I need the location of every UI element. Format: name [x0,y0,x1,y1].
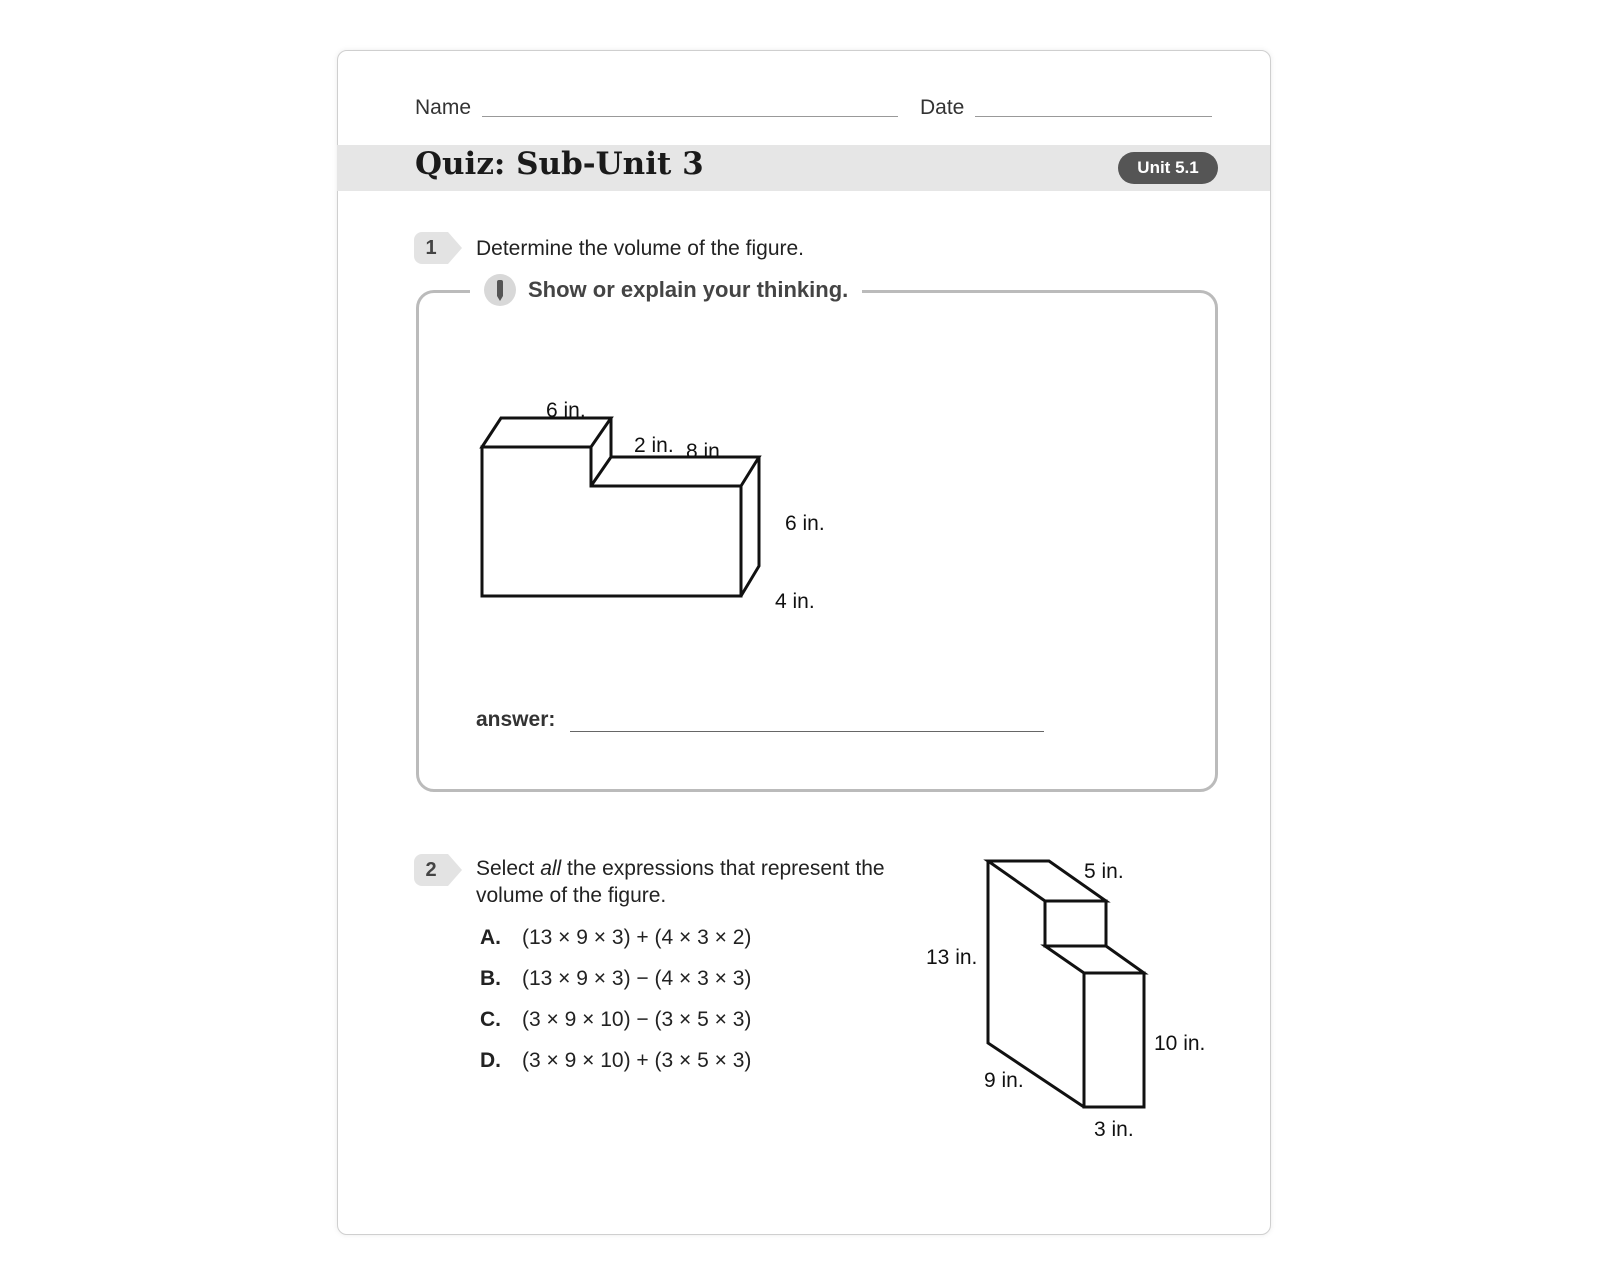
title-band [337,145,1270,191]
prompt-emphasis: all [540,857,562,880]
fig1-label-back: 8 in. [686,440,726,463]
question-2-prompt: Select all the expressions that represen… [476,855,896,909]
option-letter: D. [480,1049,501,1072]
fig1-label-height: 6 in. [785,512,825,535]
fig2-label-top: 5 in. [1084,860,1124,883]
option-b[interactable]: B. (13 × 9 × 3) − (4 × 3 × 3) [480,967,751,991]
prompt-text: Select [476,857,541,880]
answer-label: answer: [476,708,556,731]
work-area-header: Show or explain your thinking. [470,272,863,308]
fig1-label-step: 2 in. [634,434,674,457]
option-letter: A. [480,926,501,949]
prompt-text: the expressions that represent the volum… [476,857,885,907]
option-c[interactable]: C. (3 × 9 × 10) − (3 × 5 × 3) [480,1008,751,1032]
name-field[interactable] [482,116,898,117]
question-number-1: 1 [414,232,462,264]
thinking-label: Show or explain your thinking. [528,277,849,302]
fig2-label-depth: 9 in. [984,1069,1024,1092]
option-d[interactable]: D. (3 × 9 × 10) + (3 × 5 × 3) [480,1049,751,1073]
page-title: Quiz: Sub-Unit 3 [415,146,704,182]
fig2-label-left: 13 in. [926,946,977,969]
fig1-label-top: 6 in. [546,399,586,422]
figure-2 [983,859,1149,1109]
date-label: Date [920,96,965,119]
answer-field[interactable] [570,731,1044,732]
unit-badge: Unit 5.1 [1118,152,1218,184]
option-letter: C. [480,1008,501,1031]
option-letter: B. [480,967,501,990]
question-1-prompt: Determine the volume of the figure. [476,237,805,260]
fig2-label-width: 3 in. [1094,1118,1134,1141]
option-a[interactable]: A. (13 × 9 × 3) + (4 × 3 × 2) [480,926,751,950]
date-field[interactable] [975,116,1212,117]
question-number-2: 2 [414,854,462,886]
option-expression: (3 × 9 × 10) + (3 × 5 × 3) [522,1049,752,1072]
name-label: Name [415,96,472,119]
quiz-page [337,50,1271,1235]
pencil-icon [484,274,516,306]
option-expression: (13 × 9 × 3) − (4 × 3 × 3) [522,967,752,990]
option-expression: (3 × 9 × 10) − (3 × 5 × 3) [522,1008,752,1031]
option-expression: (13 × 9 × 3) + (4 × 3 × 2) [522,926,752,949]
fig2-label-right: 10 in. [1154,1032,1205,1055]
fig1-label-depth: 4 in. [775,590,815,613]
figure-1 [479,416,762,598]
